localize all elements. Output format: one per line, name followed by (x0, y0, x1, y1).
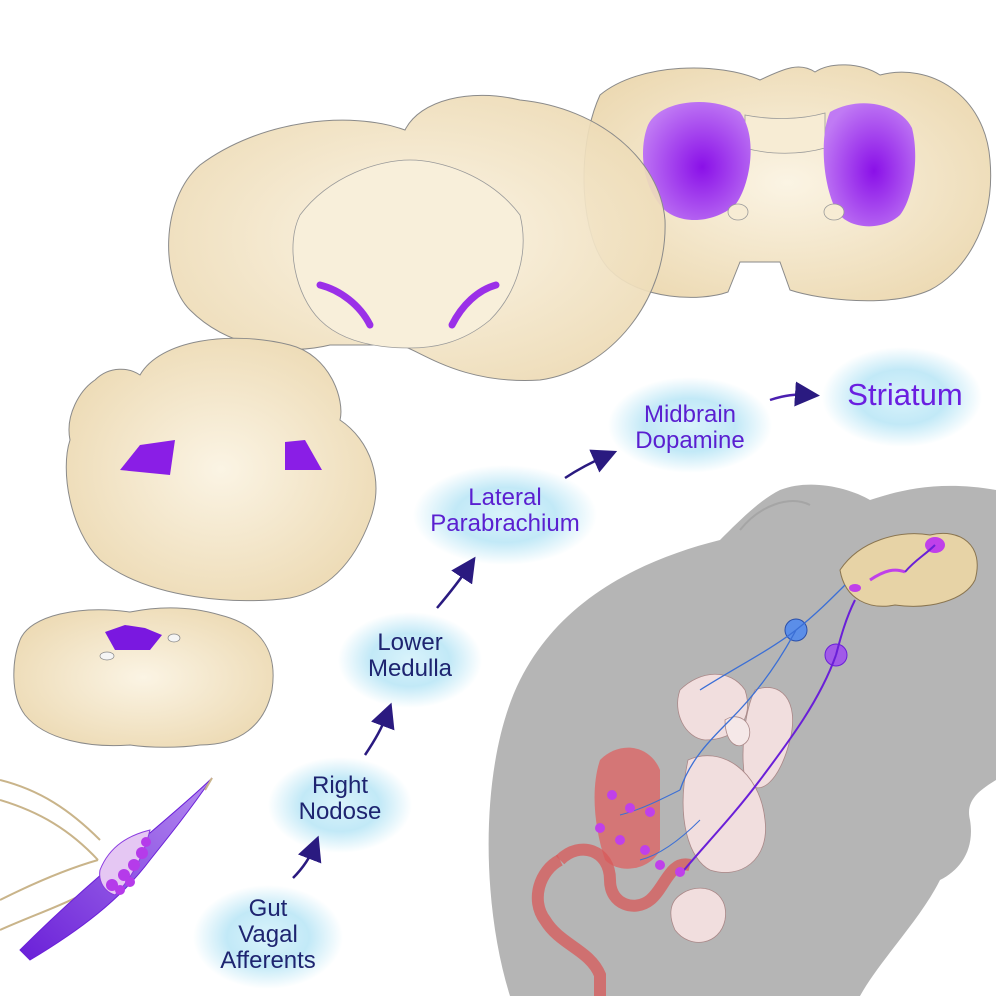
left-vta-label (316, 281, 374, 329)
nodose-ganglion (0, 777, 213, 961)
forebrain-section (583, 64, 992, 302)
arrow-gut-to-nodose (292, 835, 322, 879)
medulla-section (13, 607, 274, 748)
mouse-intestine (555, 843, 692, 912)
arrow-midbrain-to-striatum (769, 381, 820, 407)
mouse-anatomy (488, 484, 996, 996)
left-striatum-label (643, 102, 751, 220)
right-striatum-label (823, 103, 916, 227)
arrow-parabrachium-to-midbrain (564, 449, 618, 480)
right-vta-label (448, 281, 500, 329)
pons-section (65, 337, 377, 602)
midbrain-section (168, 94, 666, 381)
glow-lateral-parabrachium (413, 465, 597, 565)
right-parabrachial-label (285, 440, 322, 470)
nts-label (105, 625, 162, 650)
glow-gut-vagal-afferents (193, 885, 343, 989)
arrow-nodose-to-medulla (363, 702, 395, 756)
glow-striatum (822, 347, 982, 447)
arrow-medulla-to-parabrachium (436, 556, 476, 609)
mouse-brain (839, 533, 978, 607)
glow-right-nodose (268, 757, 412, 853)
glow-lower-medulla (338, 612, 482, 708)
left-parabrachial-label (120, 440, 175, 475)
glow-midbrain-dopamine (608, 377, 772, 473)
